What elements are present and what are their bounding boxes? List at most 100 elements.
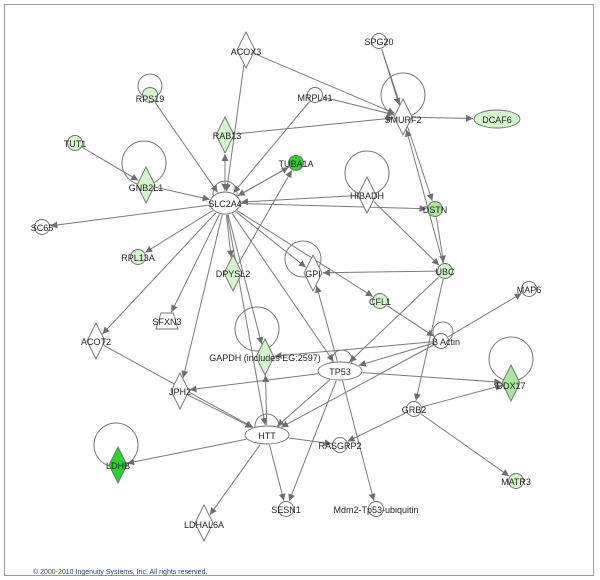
node-label-sesn1: SESN1 — [271, 505, 301, 515]
node-label-spg20: SPG20 — [364, 37, 393, 47]
edge-tp53-ddx17 — [362, 372, 502, 386]
node-grb2[interactable]: GRB2 — [402, 401, 427, 417]
node-label-acot2: ACOT2 — [81, 337, 111, 347]
node-dpysl2[interactable]: DPYSL2 — [216, 253, 251, 293]
node-matr3[interactable]: MATR3 — [501, 473, 531, 489]
node-shape-ldhal6a[interactable] — [194, 503, 214, 543]
edge-rps19-slc2a4 — [154, 101, 219, 193]
node-rab13[interactable]: RAB13 — [213, 115, 242, 155]
edge-tp53-jph2 — [189, 373, 319, 393]
node-shape-slc2a4[interactable] — [209, 191, 241, 215]
edge-slc2a4-acot2 — [102, 212, 217, 335]
node-shape-map6[interactable] — [521, 281, 537, 297]
node-shape-matr3[interactable] — [508, 473, 524, 489]
node-rpl13a[interactable]: RPL13A — [121, 249, 155, 265]
node-label-mdm2: Mdm2-Tp53-ubiquitin — [333, 505, 418, 515]
node-shape-ubc[interactable] — [437, 263, 453, 279]
node-label-rab13: RAB13 — [213, 131, 242, 141]
edge-hibadh-ubc — [373, 201, 440, 266]
node-hibadh[interactable]: HIBADH — [350, 175, 384, 215]
node-shape-tut1[interactable] — [67, 135, 83, 151]
node-tuba1a[interactable]: TUBA1A — [278, 155, 314, 171]
node-tut1[interactable]: TUT1 — [64, 135, 87, 151]
edge-slc2a4-sc65 — [50, 204, 210, 229]
edge-mrpl41-slc2a4 — [233, 101, 310, 194]
edge-slc2a4-htt — [226, 214, 268, 426]
node-shape-cfl1[interactable] — [372, 293, 388, 309]
node-shape-bactin[interactable] — [433, 333, 449, 349]
node-shape-ddx17[interactable] — [501, 363, 521, 403]
node-spg20[interactable]: SPG20 — [364, 33, 394, 49]
node-sesn1[interactable]: SESN1 — [271, 501, 301, 517]
edge-slc2a4-dstn — [240, 203, 427, 213]
node-shape-gnb2l1[interactable] — [136, 165, 156, 205]
node-tp53[interactable]: TP53 — [317, 361, 363, 381]
node-shape-sc65[interactable] — [34, 219, 50, 235]
node-shape-dstn[interactable] — [427, 201, 443, 217]
node-shape-dpysl2[interactable] — [223, 253, 243, 293]
node-shape-ldhb[interactable] — [108, 445, 128, 485]
node-shape-spg20[interactable] — [371, 33, 387, 49]
node-label-cfl1: CFL1 — [369, 297, 391, 307]
node-ubc[interactable]: UBC — [435, 263, 455, 279]
node-ldhal6a[interactable]: LDHAL6A — [184, 503, 224, 543]
node-label-ddx17: DDX17 — [496, 381, 525, 391]
node-ddx17[interactable]: DDX17 — [496, 363, 526, 403]
edge-slc2a4-rpl13a — [144, 210, 213, 253]
node-acot2[interactable]: ACOT2 — [81, 321, 111, 361]
copyright-notice: © 2000-2010 Ingenuity Systems, Inc. All … — [33, 569, 208, 576]
node-shape-hibadh[interactable] — [357, 175, 377, 215]
node-label-map6: MAP6 — [517, 285, 542, 295]
node-gnb2l1[interactable]: GNB2L1 — [129, 165, 164, 205]
node-ldhb[interactable]: LDHB — [106, 445, 130, 485]
node-shape-gpi[interactable] — [303, 253, 323, 293]
node-shape-jph2[interactable] — [170, 371, 190, 411]
node-mrpl41[interactable]: MRPL41 — [297, 87, 333, 104]
node-mdm2[interactable]: Mdm2-Tp53-ubiquitin — [333, 501, 419, 517]
node-sc65[interactable]: SC65 — [31, 219, 54, 235]
node-htt[interactable]: HTT — [244, 425, 290, 445]
edge-bactin-tp53 — [358, 342, 434, 367]
node-shape-mdm2[interactable] — [368, 501, 384, 517]
node-shape-rasgrp2[interactable] — [332, 437, 348, 453]
node-label-rps19: RPS19 — [136, 94, 165, 104]
node-shape-rab13[interactable] — [215, 115, 235, 155]
node-shape-dcaf6[interactable] — [473, 109, 521, 129]
node-gpi[interactable]: GPI — [303, 253, 323, 293]
node-label-sc65: SC65 — [31, 223, 54, 233]
node-sfxn3[interactable]: SFXN3 — [152, 312, 182, 330]
node-acox3[interactable]: ACOX3 — [231, 30, 262, 70]
node-shape-mrpl41[interactable] — [307, 87, 323, 103]
node-gapdh[interactable]: GAPDH (includes EG:2597) — [209, 337, 321, 377]
node-shape-grb2[interactable] — [406, 401, 422, 417]
node-shape-gapdh[interactable] — [255, 337, 275, 377]
node-dstn[interactable]: DSTN — [423, 201, 448, 217]
node-slc2a4[interactable]: SLC2A4 — [208, 191, 242, 215]
node-shape-htt[interactable] — [244, 425, 290, 445]
node-label-rasgrp2: RASGRP2 — [318, 441, 361, 451]
node-rasgrp2[interactable]: RASGRP2 — [318, 437, 362, 453]
node-rps19[interactable]: RPS19 — [136, 87, 165, 105]
node-shape-tuba1a[interactable] — [288, 155, 304, 171]
node-shape-rpl13a[interactable] — [130, 249, 146, 265]
node-shape-tp53[interactable] — [317, 361, 363, 381]
edge-gnb2l1-slc2a4 — [154, 186, 210, 202]
node-shape-smurf2[interactable] — [393, 97, 413, 137]
node-shape-sesn1[interactable] — [278, 501, 294, 517]
node-bactin[interactable]: B Actin — [432, 333, 460, 349]
node-map6[interactable]: MAP6 — [517, 281, 542, 297]
node-label-gnb2l1: GNB2L1 — [129, 183, 164, 193]
edge-bactin-gapdh — [274, 341, 433, 359]
node-jph2[interactable]: JPH2 — [169, 371, 191, 411]
node-cfl1[interactable]: CFL1 — [369, 293, 391, 309]
node-shape-acox3[interactable] — [236, 30, 256, 70]
edge-ubc-grb2 — [414, 279, 444, 401]
node-shape-acot2[interactable] — [86, 321, 106, 361]
node-label-bactin: B Actin — [432, 337, 460, 347]
node-smurf2[interactable]: SMURF2 — [384, 97, 422, 137]
node-dcaf6[interactable]: DCAF6 — [473, 109, 521, 129]
edge-dstn-ubc — [435, 217, 446, 263]
node-shape-sfxn3[interactable] — [155, 312, 179, 330]
node-shape-rps19[interactable] — [142, 87, 158, 103]
edge-tut1-gnb2l1 — [82, 146, 139, 181]
